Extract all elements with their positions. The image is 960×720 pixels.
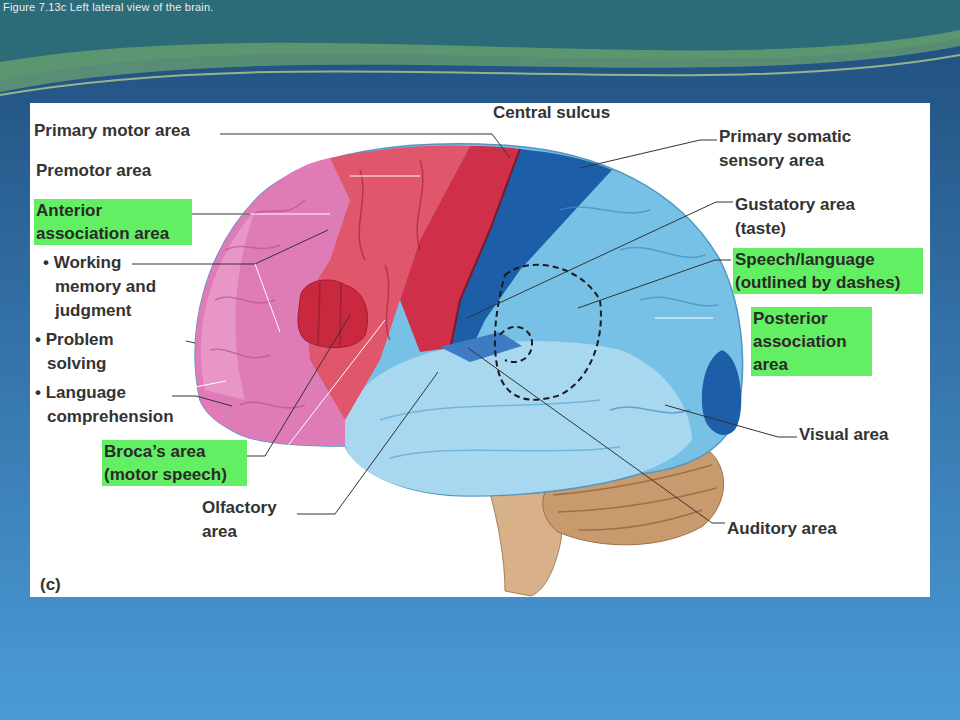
region-label: Primary motor area xyxy=(34,119,190,143)
central-sulcus-line xyxy=(450,149,520,350)
gyrus-fold xyxy=(390,447,620,458)
region-label: Auditory area xyxy=(727,517,837,541)
leader-line xyxy=(186,341,195,343)
leader-line xyxy=(467,202,733,318)
region-label: Olfactory area xyxy=(202,496,302,544)
gyrus-fold xyxy=(380,400,600,420)
region-label: • Working memory and judgment xyxy=(43,251,187,323)
leader-line xyxy=(220,134,510,158)
region-label: • Problem solving xyxy=(35,328,159,376)
somatosensory-region xyxy=(450,149,612,352)
leader-line xyxy=(192,214,330,215)
region-label: Central sulcus xyxy=(493,101,610,125)
region-label: • Language comprehension xyxy=(35,381,222,429)
leader-line xyxy=(172,396,232,406)
highlight-box: Speech/language (outlined by dashes) xyxy=(733,248,923,294)
gyrus-fold xyxy=(359,170,365,260)
speech-outline xyxy=(495,265,601,400)
speech-outline-inner xyxy=(500,327,532,362)
region-label: Premotor area xyxy=(36,159,151,183)
gyrus-fold xyxy=(417,160,423,250)
gyrus-fold xyxy=(620,248,705,258)
broca-fold xyxy=(318,283,320,346)
highlight-box: Posterior association area xyxy=(751,307,872,376)
gyrus-fold xyxy=(250,200,305,215)
leader-line xyxy=(578,260,731,308)
temporal-lobe xyxy=(343,341,692,495)
region-label: (c) xyxy=(40,573,61,597)
box-text: Speech/language (outlined by dashes) xyxy=(735,248,921,294)
leader-line xyxy=(350,176,420,177)
broca-fold xyxy=(340,284,341,346)
gyrus-fold xyxy=(225,245,280,250)
region-label: Visual area xyxy=(799,423,888,447)
leader-line xyxy=(283,320,385,452)
cerebellum-fold xyxy=(578,510,702,530)
gyrus-fold xyxy=(640,297,718,306)
box-text: Anterior association area xyxy=(36,199,190,245)
leader-line xyxy=(192,214,250,215)
frontal-highlight xyxy=(201,210,255,400)
leader-line xyxy=(255,264,280,332)
leader-line xyxy=(195,381,226,387)
leader-line xyxy=(665,405,797,437)
figure-panel xyxy=(30,103,930,597)
region-label: Gustatory area (taste) xyxy=(735,193,885,241)
leader-line xyxy=(655,318,713,319)
gyrus-fold xyxy=(210,349,270,358)
box-text: Broca’s area (motor speech) xyxy=(104,440,245,486)
figure-title: Figure 7.13c Left lateral view of the br… xyxy=(3,1,214,13)
header-wave-line xyxy=(0,55,960,95)
region-label: Primary somatic sensory area xyxy=(719,125,889,173)
header-wave xyxy=(0,30,960,92)
gyrus-fold xyxy=(560,207,650,213)
gyrus-fold xyxy=(610,407,690,413)
gyrus-fold xyxy=(385,265,390,340)
highlight-box: Anterior association area xyxy=(34,199,192,245)
cerebellum-fold xyxy=(558,488,717,512)
leader-line xyxy=(297,372,438,514)
posterior-association-region xyxy=(195,144,742,496)
box-text: Posterior association area xyxy=(753,307,870,376)
leader-line xyxy=(580,140,717,168)
leader-line xyxy=(468,348,725,523)
visual-region xyxy=(702,350,741,435)
gyrus-fold xyxy=(215,297,275,303)
highlight-box: Broca’s area (motor speech) xyxy=(102,440,247,486)
broca-region xyxy=(298,280,368,348)
